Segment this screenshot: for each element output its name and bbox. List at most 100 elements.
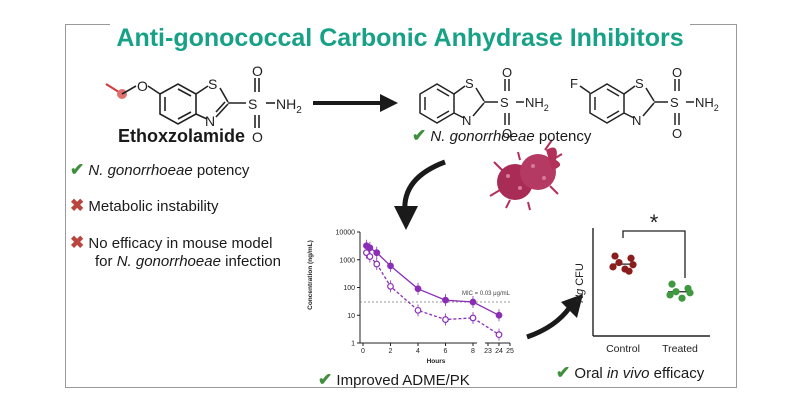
check-icon: ✔ [318,370,333,389]
significance-star: * [650,210,659,235]
analog3-o1-label: O [672,65,682,80]
organism-name: N. gonorrhoeae [116,253,221,270]
efficacy-data-point [611,252,619,260]
efficacy-caption: ✔ Oral in vivo efficacy [556,363,704,383]
organism-name: N. gonorrhoeae [430,128,535,145]
lead-property-1: ✔ N. gonorrhoeae potency [70,160,249,180]
pk-data-point [469,298,477,306]
analog3-amine-label: NH2 [695,95,719,113]
check-icon: ✔ [70,160,85,179]
pk-x-tick-label: 23 [484,348,492,355]
efficacy-caption-suffix: efficacy [649,365,705,382]
bacterium-icon [489,139,563,211]
pk-y-tick-label: 100 [343,285,355,292]
pk-data-point [442,316,449,323]
pk-x-tick-label: 25 [506,348,514,355]
efficacy-data-point [686,289,694,297]
pk-caption: ✔ Improved ADME/PK [318,370,470,390]
pk-x-tick-label: 24 [495,348,503,355]
efficacy-data-point [625,267,633,275]
analog3-sulfonyl-s-label: S [670,95,679,110]
pk-data-point [387,282,394,290]
pk-y-tick-label: 10000 [336,230,356,237]
thiazole-n-label: N [205,113,215,129]
analog2-sulfonyl-s-label: S [500,95,509,110]
analog2-amine-label: NH2 [525,95,549,113]
pk-x-tick-label: 2 [389,348,393,355]
lead-property-2-text: Metabolic instability [88,198,219,215]
sulfonyl-s-label: S [248,96,257,112]
figure-title: Anti-gonococcal Carbonic Anhydrase Inhib… [0,24,800,53]
lead-property-2: ✖ Metabolic instability [70,196,218,216]
sulfonyl-o2-label: O [252,129,263,145]
line2-prefix: for [95,253,117,270]
efficacy-category-control: Control [606,343,640,355]
pk-data-point [387,262,394,270]
optimization-arrow [313,94,398,112]
analog-structure-3 [579,79,694,125]
analog3-s-label: S [635,76,644,91]
pk-caption-text: Improved ADME/PK [336,372,470,389]
pk-x-tick-label: 8 [471,348,475,355]
efficacy-data-point [629,261,637,269]
cross-icon: ✖ [70,196,85,215]
pk-data-point [414,306,422,314]
lead-property-1-text: potency [192,162,250,179]
analog2-n-label: N [462,113,471,128]
amine-label: NH2 [276,96,302,116]
efficacy-data-point [609,263,617,271]
analog2-s-label: S [465,76,474,91]
pk-x-tick-label: 4 [416,348,420,355]
sulfonyl-o1-label: O [252,63,263,79]
ethoxy-oxygen-label: O [137,78,148,94]
analog-structure-2 [419,79,524,125]
analog3-n-label: N [632,113,641,128]
pk-ylabel: Concentration (ng/mL) [307,240,314,310]
lead-compound-name: Ethoxzolamide [118,126,246,146]
lead-property-3-line2: for N. gonorrhoeae infection [95,253,281,270]
pk-y-tick-label: 10 [347,313,355,320]
pk-chart: Concentration (ng/mL) Hours MIC = 0.03 μ… [307,230,514,366]
pk-series-line [366,245,500,316]
check-icon: ✔ [556,363,571,382]
efficacy-data-point [666,291,674,299]
organism-name: N. gonorrhoeae [88,162,193,179]
pk-data-point [414,285,422,293]
pk-data-point [495,311,503,319]
analog3-o2-label: O [672,126,682,141]
pk-data-point [442,296,449,304]
pk-data-point [373,249,381,257]
pk-y-tick-label: 1000 [339,257,355,264]
efficacy-data-point [678,294,686,302]
lead-property-3-text: No efficacy in mouse model [88,235,273,252]
analog-potency: ✔ N. gonorrhoeae potency [412,126,591,146]
pk-data-point [469,314,477,322]
efficacy-category-treated: Treated [662,343,698,355]
pk-mic-annotation: MIC = 0.03 μg/mL [462,291,511,297]
efficacy-data-point [668,280,676,288]
pk-y-tick-label: 1 [351,341,355,348]
efficacy-ylabel: Ng CFU [574,263,586,303]
lead-property-3: ✖ No efficacy in mouse model [70,233,272,253]
pk-xlabel: Hours [427,358,446,365]
efficacy-caption-prefix: Oral [574,365,607,382]
line2-suffix: infection [220,253,281,270]
efficacy-data-point [615,258,623,267]
curved-arrow-to-pk [394,159,446,230]
pk-data-point [366,253,374,260]
efficacy-data-point [672,288,680,296]
significance-bracket [622,230,686,278]
efficacy-chart: Ng CFU Control Treated * [574,210,710,355]
efficacy-data-point [627,254,635,262]
pk-data-point [495,331,503,339]
pk-x-tick-label: 0 [361,348,365,355]
thiazole-s-label: S [208,76,217,92]
analog3-f-label: F [570,76,578,91]
check-icon: ✔ [412,126,427,145]
analog2-o1-label: O [502,65,512,80]
cross-icon: ✖ [70,233,85,252]
analog-potency-suffix: potency [534,128,592,145]
efficacy-caption-italic: in vivo [606,365,650,382]
pk-data-point [366,244,374,252]
